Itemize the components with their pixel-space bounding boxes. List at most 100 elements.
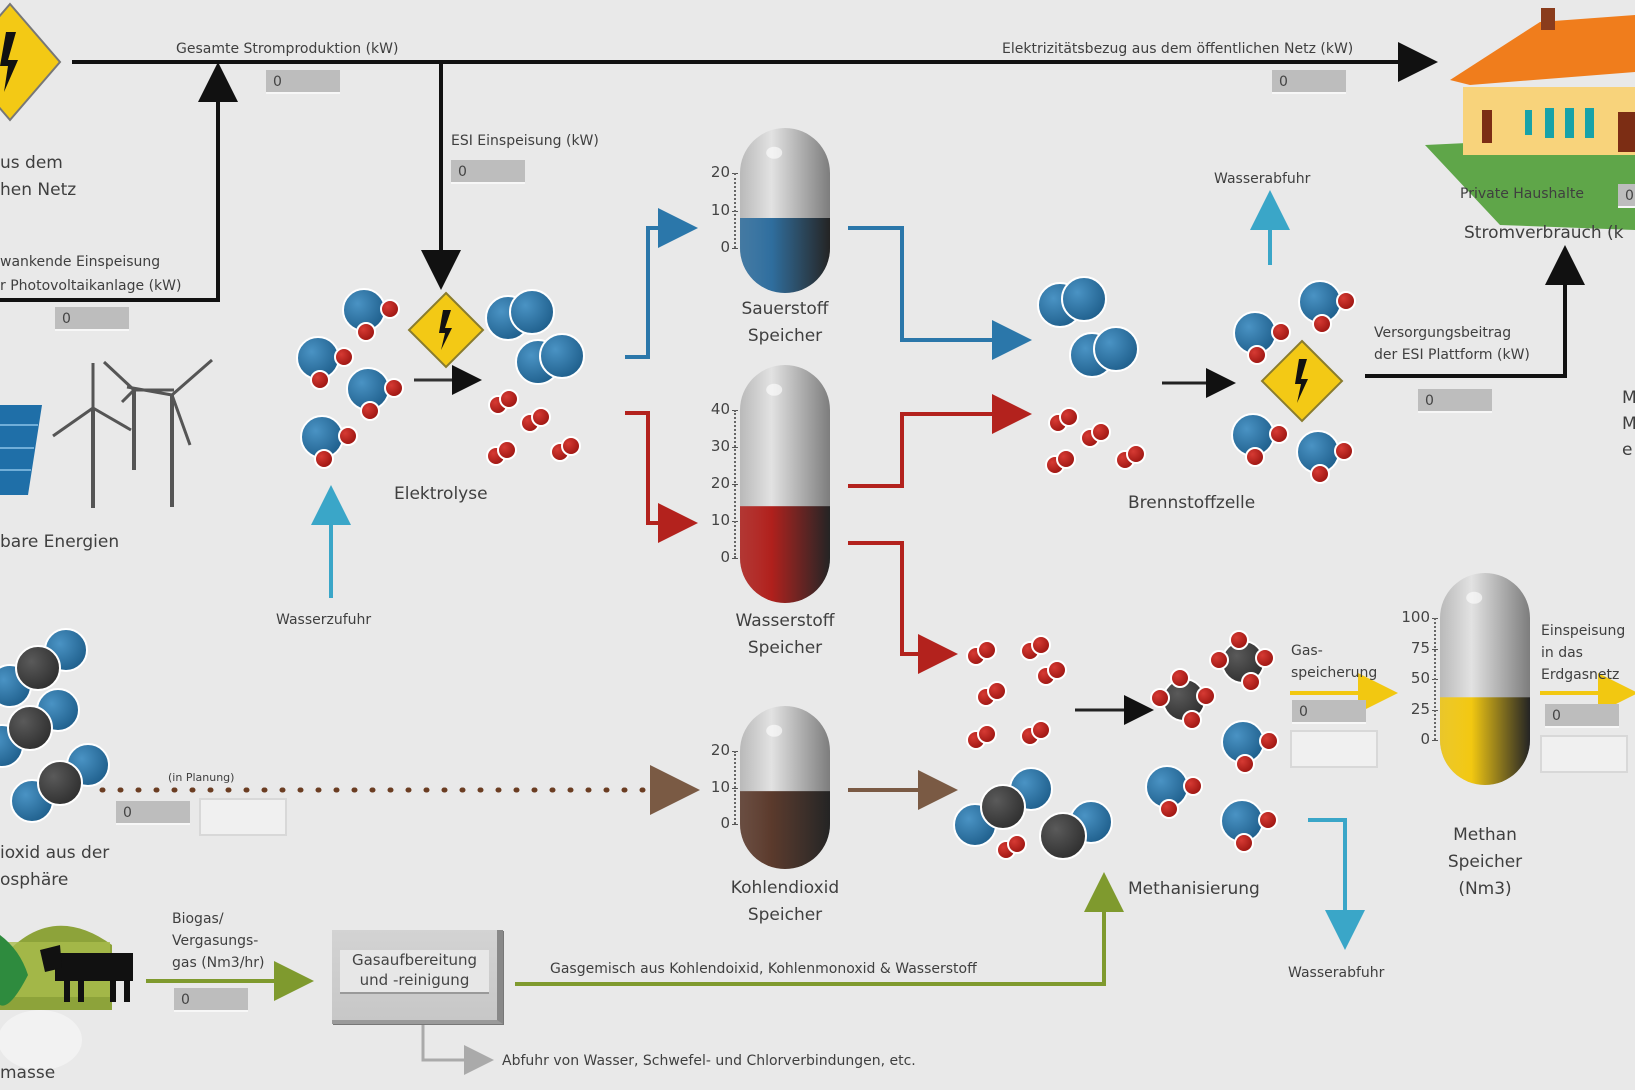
gas-storage-label-line-1: Gas- — [1291, 643, 1323, 659]
oxygen-tank-tick-label: 10 — [710, 200, 730, 219]
methane-tank — [1440, 573, 1530, 785]
methanation-water-out-label: Wasserabfuhr — [1288, 965, 1385, 981]
hydrogen-atom — [1334, 441, 1354, 461]
hydrogen-tank-tick-label: 30 — [710, 437, 730, 455]
oxygen-tank-scale — [734, 173, 736, 248]
gas-grid-feed-label-line-3: Erdgasnetz — [1541, 667, 1620, 683]
hydrogen-atom — [987, 681, 1007, 701]
fuel-cell-label: Brennstoffzelle — [1128, 493, 1256, 513]
hydrogen-atom — [356, 322, 376, 342]
hydrogen-atom — [1271, 322, 1291, 342]
waste-flow-line — [421, 1022, 494, 1075]
gas-storage-input[interactable] — [1290, 730, 1378, 768]
hydrogen-tank-tick-label: 20 — [710, 474, 730, 492]
esi-supply-indicator: 0 — [1418, 389, 1492, 413]
grid-import-indicator: 0 — [1272, 70, 1346, 94]
hydrogen-atom — [1150, 688, 1170, 708]
co2-tank — [740, 706, 830, 869]
gas-storage-label-line-2: speicherung — [1291, 665, 1378, 681]
solar-panel-icon — [0, 405, 42, 495]
methane-tank-scale — [1434, 618, 1436, 740]
co2-tank-tick-label: 0 — [720, 814, 730, 832]
co2-tank-graphic — [740, 706, 830, 869]
hydrogen-atom — [1196, 686, 1216, 706]
methane-tank-tick-label: 100 — [1401, 608, 1430, 626]
hydrogen-atom — [1126, 444, 1146, 464]
grid-import-label: Elektrizitätsbezug aus dem öffentlichen … — [1002, 41, 1354, 57]
planning-label: (in Planung) — [168, 771, 235, 784]
methane-tank-label-line-1: Methan — [1453, 825, 1517, 845]
oxygen-tank-label-line-2: Speicher — [747, 326, 823, 346]
hydrogen-atom — [977, 724, 997, 744]
pv-feed-label-line-1: wankende Einspeisung — [0, 254, 161, 270]
biogas-flow-lines — [146, 872, 1124, 1001]
esi-feed-label: ESI Einspeisung (kW) — [451, 133, 599, 149]
right-edge-text-line-1: M — [1622, 388, 1635, 408]
gas-processing-label: Gasaufbereitung und -reinigung — [340, 950, 489, 994]
hydrogen-atom — [360, 401, 380, 421]
co2-tank-scale — [734, 751, 736, 824]
biogas-label-line-2: Vergasungs- — [172, 933, 259, 949]
hydrogen-atom — [1159, 799, 1179, 819]
pv-feed-label: wankende Einspeisung r Photovoltaikanlag… — [0, 250, 181, 298]
gas-grid-feed-label-line-1: Einspeisung — [1541, 623, 1626, 639]
co2-source-indicator: 0 — [116, 801, 190, 825]
hydrogen-tank-scale — [734, 410, 736, 558]
house-icon — [1425, 8, 1635, 230]
hydrogen-atom — [1031, 720, 1051, 740]
hydrogen-atom — [977, 640, 997, 660]
hydrogen-atom — [499, 389, 519, 409]
biogas-label-line-3: gas (Nm3/hr) — [172, 955, 265, 971]
molecules — [0, 276, 1356, 860]
right-edge-text-line-3: e — [1622, 440, 1633, 460]
grid-warning-sign-icon — [0, 2, 62, 122]
oxygen-flow-lines — [625, 208, 1032, 360]
hydrogen-atom — [1047, 660, 1067, 680]
oxygen-tank-highlight — [766, 146, 783, 159]
carbon-atom — [980, 784, 1026, 830]
co2-source-label-line-1: ioxid aus der — [0, 843, 110, 863]
gas-grid-feed-label-line-2: in das — [1541, 645, 1583, 661]
gas-mix-label: Gasgemisch aus Kohlendoixid, Kohlenmonox… — [550, 961, 977, 977]
grid-source-label: us dem hen Netz — [0, 150, 76, 204]
hydrogen-atom — [1183, 776, 1203, 796]
hydrogen-atom — [1245, 447, 1265, 467]
methane-tank-highlight — [1466, 591, 1483, 604]
right-edge-text-line-2: M — [1622, 414, 1635, 434]
oxygen-tank-tick-label: 20 — [710, 163, 730, 181]
hydrogen-flow-lines — [625, 394, 1032, 674]
renewables-label: bare Energien — [0, 532, 120, 552]
fuel-cell-warning-sign-icon — [1260, 339, 1344, 423]
right-edge-text: M M e — [1622, 385, 1635, 463]
hydrogen-atom — [1059, 407, 1079, 427]
co2-tank-tick-label: 10 — [710, 777, 730, 796]
hydrogen-tank-label: Wasserstoff Speicher — [710, 608, 860, 662]
water-supply-label: Wasserzufuhr — [276, 612, 372, 628]
methane-tank-label-line-2: Speicher — [1447, 852, 1523, 872]
hydrogen-atom — [1056, 449, 1076, 469]
co2-source-input[interactable] — [199, 798, 287, 836]
oxygen-tank-graphic — [740, 128, 830, 293]
carbon-atom — [15, 645, 61, 691]
hydrogen-atom — [314, 449, 334, 469]
co2-tank-highlight — [766, 724, 783, 737]
hydrogen-atom — [1091, 422, 1111, 442]
hydrogen-atom — [531, 407, 551, 427]
gas-processing-label-line-2: und -reinigung — [359, 971, 470, 989]
cow-icon — [40, 945, 133, 1002]
hydrogen-tank-highlight — [766, 383, 783, 396]
hydrogen-atom — [380, 299, 400, 319]
hydrogen-atom — [338, 426, 358, 446]
electrolysis-warning-sign-icon — [407, 291, 485, 369]
co2-tank-fill-level — [740, 791, 830, 869]
consumption-label: Stromverbrauch (k — [1464, 223, 1624, 243]
hydrogen-atom — [1255, 648, 1275, 668]
gas-grid-feed-indicator: 0 — [1545, 704, 1619, 728]
waste-label: Abfuhr von Wasser, Schwefel- und Chlorve… — [502, 1053, 916, 1069]
gas-storage-label: Gas- speicherung — [1291, 640, 1377, 684]
pv-feed-indicator: 0 — [55, 307, 129, 331]
oxygen-atom — [1061, 276, 1107, 322]
gas-grid-feed-input[interactable] — [1540, 735, 1628, 773]
oxygen-atom — [509, 289, 555, 335]
